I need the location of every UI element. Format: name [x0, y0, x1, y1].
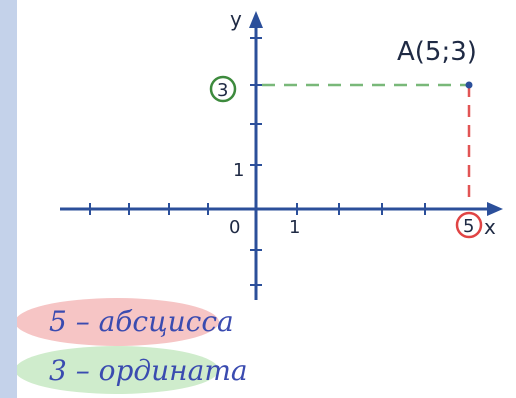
coordinate-diagram: y x 0 1 1 3 5 A(5;3) 5 – абсцисса 3 – ор… — [17, 0, 516, 398]
abscissa-highlight — [17, 298, 219, 346]
abscissa-circle — [455, 211, 483, 239]
y-tick-label-3: 3 — [217, 80, 228, 101]
abscissa-caption: 5 – абсцисса — [49, 305, 234, 338]
axis-ticks — [89, 37, 426, 286]
x-axis-arrowhead — [487, 202, 503, 216]
point-a-marker — [465, 81, 473, 89]
point-a-label: A(5;3) — [397, 37, 477, 67]
x-tick-label-1: 1 — [289, 217, 300, 238]
x-axis-label: x — [484, 215, 496, 239]
origin-label: 0 — [229, 217, 240, 238]
ordinate-caption: 3 – ордината — [49, 354, 248, 387]
y-axis-label: y — [230, 7, 242, 31]
x-tick-label-5: 5 — [463, 216, 474, 237]
ordinate-circle — [209, 75, 237, 103]
ordinate-highlight — [17, 346, 219, 394]
y-tick-label-1: 1 — [233, 160, 244, 181]
y-axis-arrowhead — [249, 11, 263, 28]
